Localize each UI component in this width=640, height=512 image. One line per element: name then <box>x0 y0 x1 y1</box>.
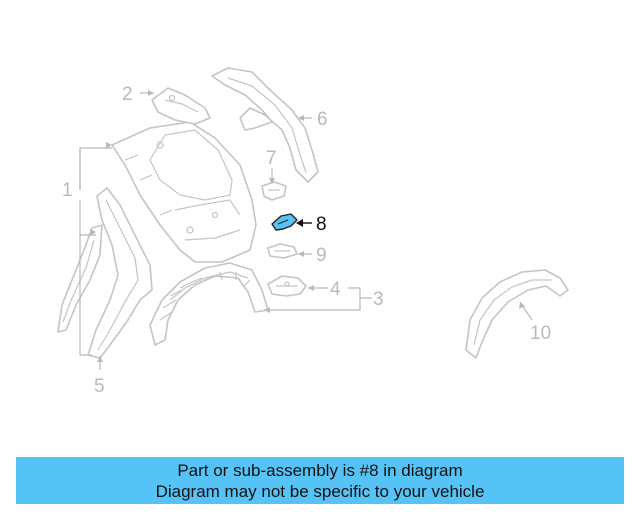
part-5-pillar <box>87 187 153 359</box>
part-8-highlighted-bracket <box>271 213 298 231</box>
callout-6: 6 <box>317 109 328 130</box>
part-2-bracket <box>151 87 211 125</box>
callout-9: 9 <box>316 245 327 266</box>
arrowheads <box>90 90 525 362</box>
info-banner: Part or sub-assembly is #8 in diagram Di… <box>16 457 624 504</box>
callout-10: 10 <box>530 323 551 344</box>
part-7-clip <box>261 181 287 201</box>
callout-2: 2 <box>122 84 133 105</box>
callout-4: 4 <box>330 279 341 300</box>
parts-diagram: 1 2 3 4 5 6 7 8 9 10 <box>57 67 569 397</box>
part-4-bracket <box>267 275 307 297</box>
callout-3: 3 <box>373 289 384 310</box>
banner-line-2: Diagram may not be specific to your vehi… <box>155 482 485 501</box>
part-3-wheelhouse <box>149 262 269 346</box>
part-6-upper-rail <box>211 67 319 183</box>
banner-line-1: Part or sub-assembly is #8 in diagram <box>177 461 463 480</box>
part-1-inner-quarter-panel <box>111 121 257 263</box>
callout-8: 8 <box>316 214 327 235</box>
part-10-arch-liner <box>465 269 569 359</box>
callout-5: 5 <box>94 376 105 397</box>
callout-7: 7 <box>266 148 277 169</box>
part-9-bracket <box>267 243 298 259</box>
callout-1: 1 <box>62 180 73 201</box>
